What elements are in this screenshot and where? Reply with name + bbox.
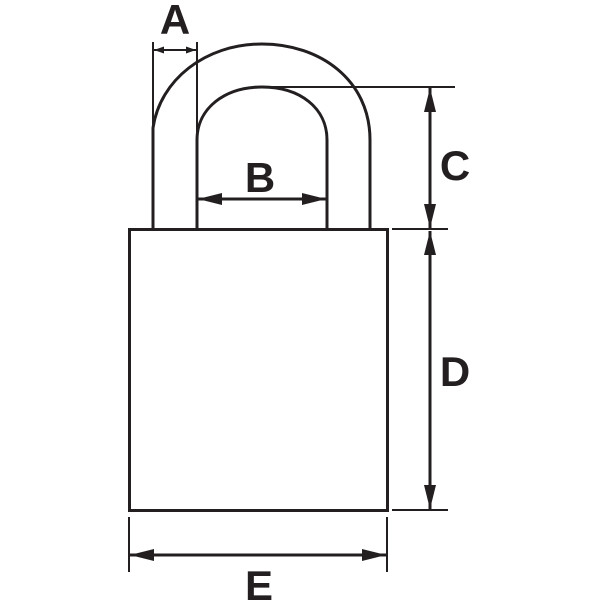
- dimension-c: C: [262, 86, 470, 230]
- shackle-outer: [151, 42, 372, 229]
- label-c: C: [440, 142, 470, 189]
- dimension-b: B: [198, 154, 326, 205]
- label-e: E: [245, 562, 273, 600]
- dimension-d: D: [392, 231, 470, 511]
- padlock-body: [128, 228, 389, 512]
- dimension-a: A: [152, 0, 198, 229]
- dimension-e: E: [128, 517, 388, 600]
- label-b: B: [245, 154, 275, 201]
- label-a: A: [160, 0, 190, 43]
- label-d: D: [440, 348, 470, 395]
